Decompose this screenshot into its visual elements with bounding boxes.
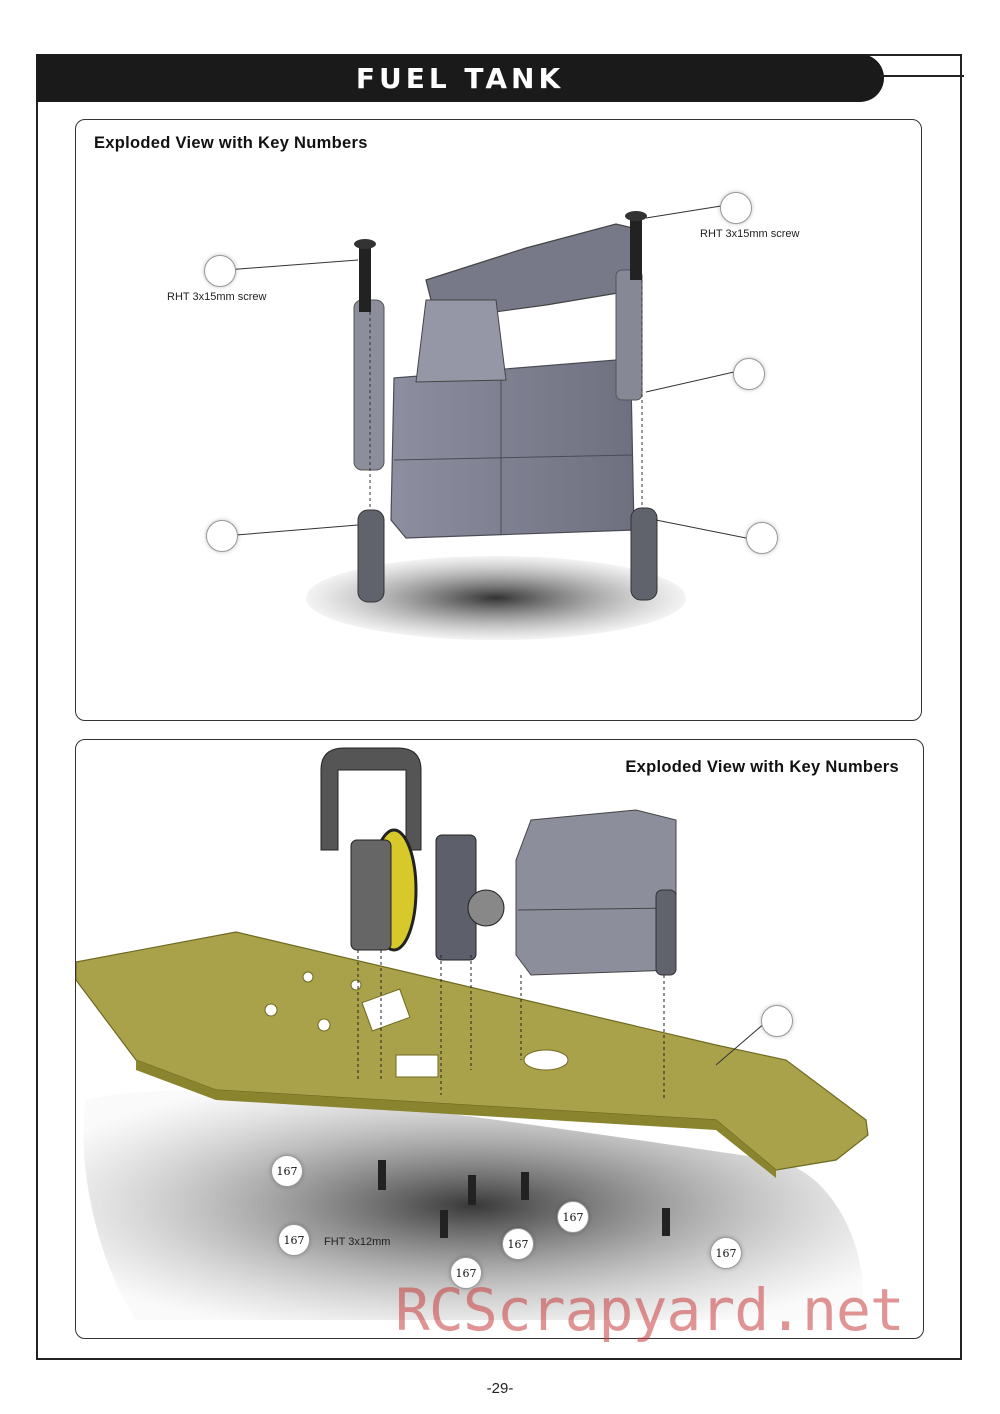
callout-top-right-screw [720,192,752,224]
callout-bottom-right-grommet [746,522,778,554]
exploded-view-panel-top: Exploded View with Key Numbers [75,119,922,721]
callout-167-e: 167 [557,1201,589,1233]
label-screw-right: RHT 3x15mm screw [700,228,800,240]
callout-bottom-left-grommet [206,520,238,552]
section-title: FUEL TANK [355,61,565,95]
watermark: RCScrapyard.net [395,1276,905,1344]
label-fht-screw: FHT 3x12mm [324,1236,391,1248]
panel-title-top: Exploded View with Key Numbers [94,134,368,152]
exploded-view-panel-bottom: Exploded View with Key Numbers [75,739,924,1339]
label-screw-left: RHT 3x15mm screw [167,291,267,303]
section-header: FUEL TANK [36,54,884,102]
page-number: -29- [486,1380,514,1397]
callout-top-right-mount [733,358,765,390]
callout-167-c: 167 [450,1257,482,1289]
callout-top-left-screw [204,255,236,287]
header-rule [880,75,964,77]
callout-167-b: 167 [278,1224,310,1256]
panel-title-bottom: Exploded View with Key Numbers [625,758,899,776]
callout-chassis-plate [761,1005,793,1037]
callout-167-d: 167 [502,1228,534,1260]
callout-167-a: 167 [271,1155,303,1187]
chassis-exploded-drawing [76,747,869,1320]
callout-167-f: 167 [710,1237,742,1269]
fuel-tank-exploded-drawing [225,205,747,640]
